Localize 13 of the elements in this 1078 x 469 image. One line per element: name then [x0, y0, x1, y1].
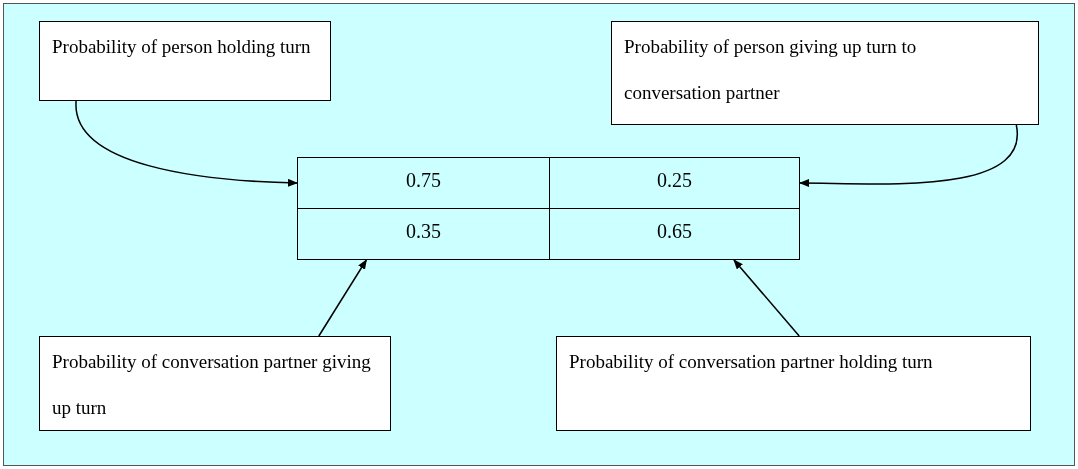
table-cell: 0.65: [549, 208, 800, 260]
diagram-background: [3, 3, 1075, 466]
callout-box: Probability of conversation partner holding turn: [556, 336, 1031, 431]
arrow: [318, 259, 368, 337]
callout-box: Probability of conversation partner giving up turn: [39, 336, 391, 431]
arrow: [733, 259, 800, 337]
table-cell: 0.35: [297, 208, 550, 260]
callout-box: Probability of person holding turn: [39, 21, 331, 101]
arrow: [799, 124, 1018, 188]
table-cell: 0.75: [297, 157, 550, 209]
callout-box: Probability of person giving up turn to conversation partner: [611, 21, 1039, 125]
arrow: [75, 100, 298, 187]
table-cell: 0.25: [549, 157, 800, 209]
